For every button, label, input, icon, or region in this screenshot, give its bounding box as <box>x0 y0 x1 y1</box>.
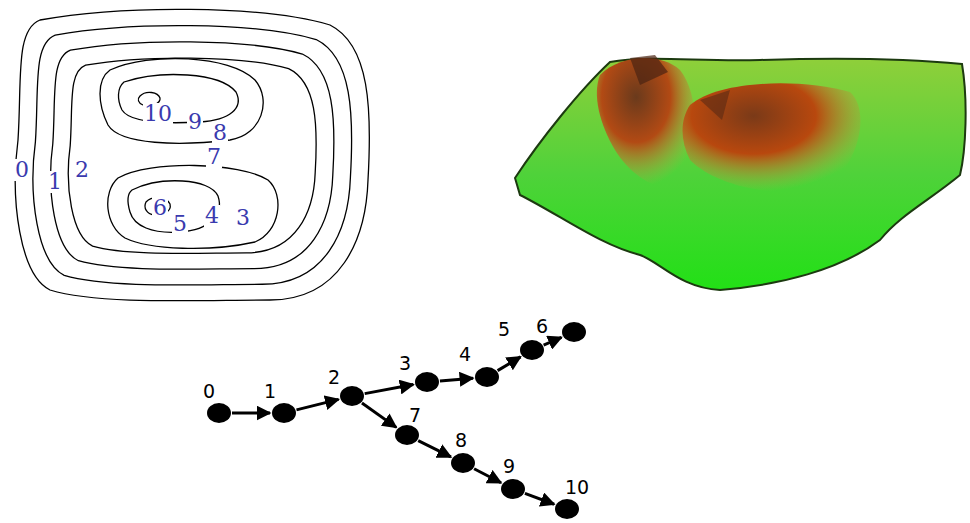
node-number: 1 <box>264 382 276 401</box>
node-number: 5 <box>498 320 510 339</box>
graph-arrow <box>296 399 338 410</box>
contour-label: 10 <box>143 103 173 125</box>
node-number: 2 <box>328 368 340 387</box>
graph-arrow <box>440 378 473 381</box>
contour-label: 1 <box>47 171 63 193</box>
graph-node: 8 <box>451 453 475 473</box>
node-number: 10 <box>565 478 589 497</box>
graph-node: 6 <box>562 322 586 342</box>
terrain-ridge <box>683 83 861 192</box>
graph-node: 1 <box>272 403 296 423</box>
graph-arrow <box>418 441 451 457</box>
graph-node: 10 <box>555 499 579 519</box>
graph-arrow <box>474 469 501 483</box>
graph-node: 9 <box>501 479 525 499</box>
terrain-ground <box>515 59 966 290</box>
contour-label: 6 <box>152 197 168 219</box>
terrain-ridge <box>630 55 668 85</box>
node-number: 3 <box>399 354 411 373</box>
node-number: 9 <box>503 457 515 476</box>
node-number: 8 <box>455 431 467 450</box>
contour-line <box>51 42 334 269</box>
graph-node: 3 <box>415 372 439 392</box>
node-number: 6 <box>536 317 548 336</box>
graph-arrow <box>365 385 414 394</box>
contour-label: 7 <box>206 146 222 168</box>
graph-node: 7 <box>395 425 419 445</box>
graph-arrow <box>362 403 396 427</box>
contour-line <box>100 59 263 144</box>
graph-arrow <box>232 412 270 415</box>
contour-line <box>15 9 369 300</box>
contour-label: 5 <box>172 213 188 235</box>
graph-arrow <box>498 357 521 371</box>
contour-label: 8 <box>212 122 228 144</box>
graph-node: 4 <box>475 367 499 387</box>
graph-arrow <box>525 493 554 504</box>
contour-line <box>68 58 316 253</box>
contour-line <box>118 75 238 123</box>
node-number: 7 <box>409 406 421 425</box>
contour-label: 2 <box>74 159 90 181</box>
terrain-ridge <box>700 90 730 120</box>
contour-label: 4 <box>204 205 220 227</box>
contour-label: 0 <box>14 159 30 181</box>
contour-line <box>33 26 352 285</box>
graph-node: 0 <box>207 403 231 423</box>
graph-node: 2 <box>340 386 364 406</box>
node-number: 0 <box>203 382 215 401</box>
contour-line <box>108 165 278 248</box>
contour-label: 3 <box>235 207 251 229</box>
graph-node: 5 <box>520 340 544 360</box>
node-number: 4 <box>459 345 471 364</box>
contour-label: 9 <box>187 111 203 133</box>
graph-arrow <box>544 337 562 345</box>
